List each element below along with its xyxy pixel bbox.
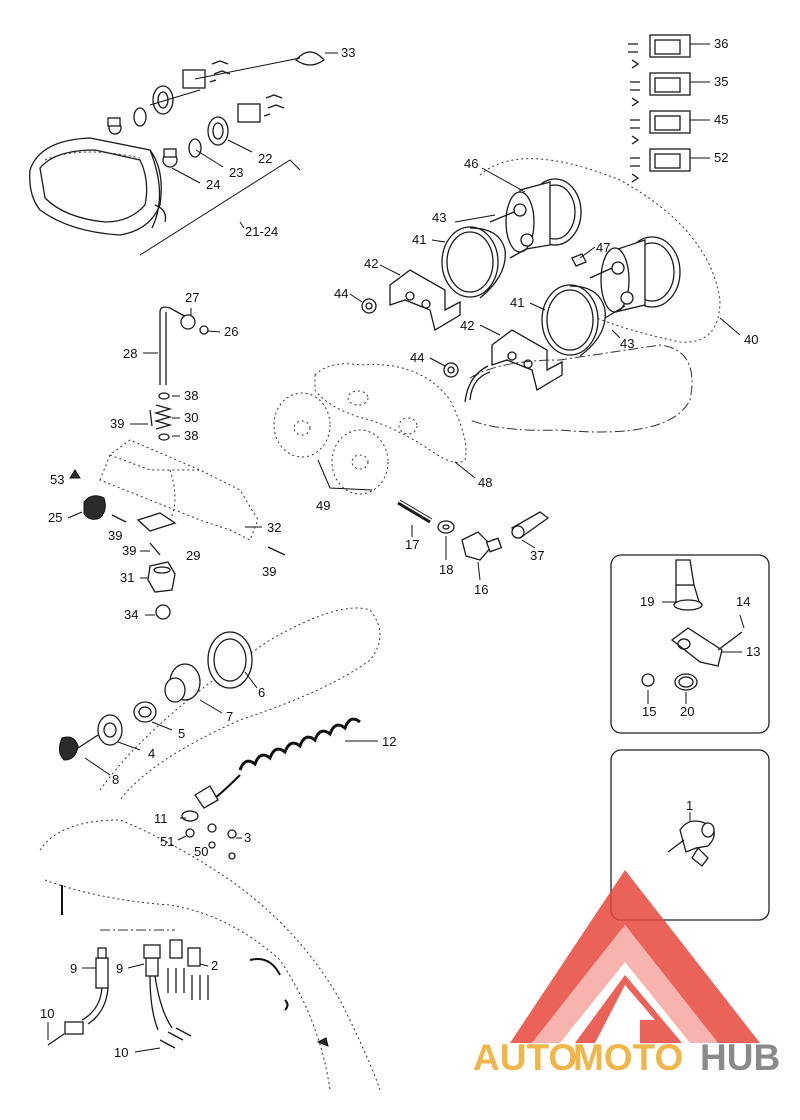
callout-23: 23 [229,165,243,180]
watermark-logo [510,870,760,1043]
callout-36: 36 [714,36,728,51]
callout-18: 18 [439,562,453,577]
callout-30: 30 [184,410,198,425]
watermark-auto: AUTO [473,1037,577,1078]
callout-43a: 43 [432,210,446,225]
callout-39c: 39 [262,564,276,579]
callout-46: 46 [464,156,478,171]
ignition-group [58,607,381,860]
callout-9a: 9 [70,961,77,976]
callout-21-24: 21-24 [245,224,278,239]
callout-24: 24 [206,177,220,192]
callout-44a: 44 [334,286,348,301]
callout-28: 28 [123,346,137,361]
callout-10b: 10 [114,1045,128,1060]
callout-27: 27 [185,290,199,305]
headlight-assembly [29,51,338,256]
callout-9b: 9 [116,961,123,976]
gauge-group [349,158,741,433]
callout-39b: 39 [108,528,122,543]
callout-29: 29 [186,548,200,563]
callout-20: 20 [680,704,694,719]
callout-5: 5 [178,726,185,741]
inset-mount [610,554,770,734]
callout-11: 11 [154,811,168,826]
callout-3: 3 [244,830,251,845]
callout-47: 47 [596,240,610,255]
callout-41b: 41 [510,295,524,310]
callout-50: 50 [194,844,208,859]
console-plate [273,363,476,495]
callout-2: 2 [211,958,218,973]
callout-26: 26 [224,324,238,339]
callout-13: 13 [746,644,760,659]
callout-16: 16 [474,582,488,597]
callout-52: 52 [714,150,728,165]
callout-14: 14 [736,594,750,609]
callout-labels: 33 22 23 24 21-24 36 35 45 52 46 43 41 4… [40,36,760,1060]
cable-parts [397,499,550,581]
watermark-moto: MOTO [573,1037,683,1078]
callout-6: 6 [258,685,265,700]
callout-44b: 44 [410,350,424,365]
callout-8: 8 [112,772,119,787]
callout-34: 34 [124,607,138,622]
hull-harness [39,819,381,1091]
callout-4: 4 [148,746,155,761]
callout-38a: 38 [184,388,198,403]
watermark-hub: HUB [700,1037,780,1078]
callout-38b: 38 [184,428,198,443]
callout-22: 22 [258,151,272,166]
callout-40: 40 [744,332,758,347]
callout-49: 49 [316,498,330,513]
callout-41a: 41 [412,232,426,247]
callout-12: 12 [382,734,396,749]
callout-10a: 10 [40,1006,54,1021]
callout-48: 48 [478,475,492,490]
callout-19: 19 [640,594,654,609]
callout-35: 35 [714,74,728,89]
callout-51: 51 [160,834,174,849]
callout-15: 15 [642,704,656,719]
callout-17: 17 [405,537,419,552]
inset-key-switch [610,749,770,921]
switch-group [628,34,710,183]
callout-42a: 42 [364,256,378,271]
callout-31: 31 [120,570,134,585]
callout-43b: 43 [620,336,634,351]
callout-37: 37 [530,548,544,563]
callout-42b: 42 [460,318,474,333]
bracket-assembly [67,306,286,620]
callout-39a: 39 [110,416,124,431]
callout-25: 25 [48,510,62,525]
callout-53: 53 [50,472,64,487]
callout-39d: 39 [122,543,136,558]
callout-32: 32 [267,520,281,535]
callout-1: 1 [686,798,693,813]
callout-45: 45 [714,112,728,127]
callout-7: 7 [226,709,233,724]
callout-33: 33 [341,45,355,60]
